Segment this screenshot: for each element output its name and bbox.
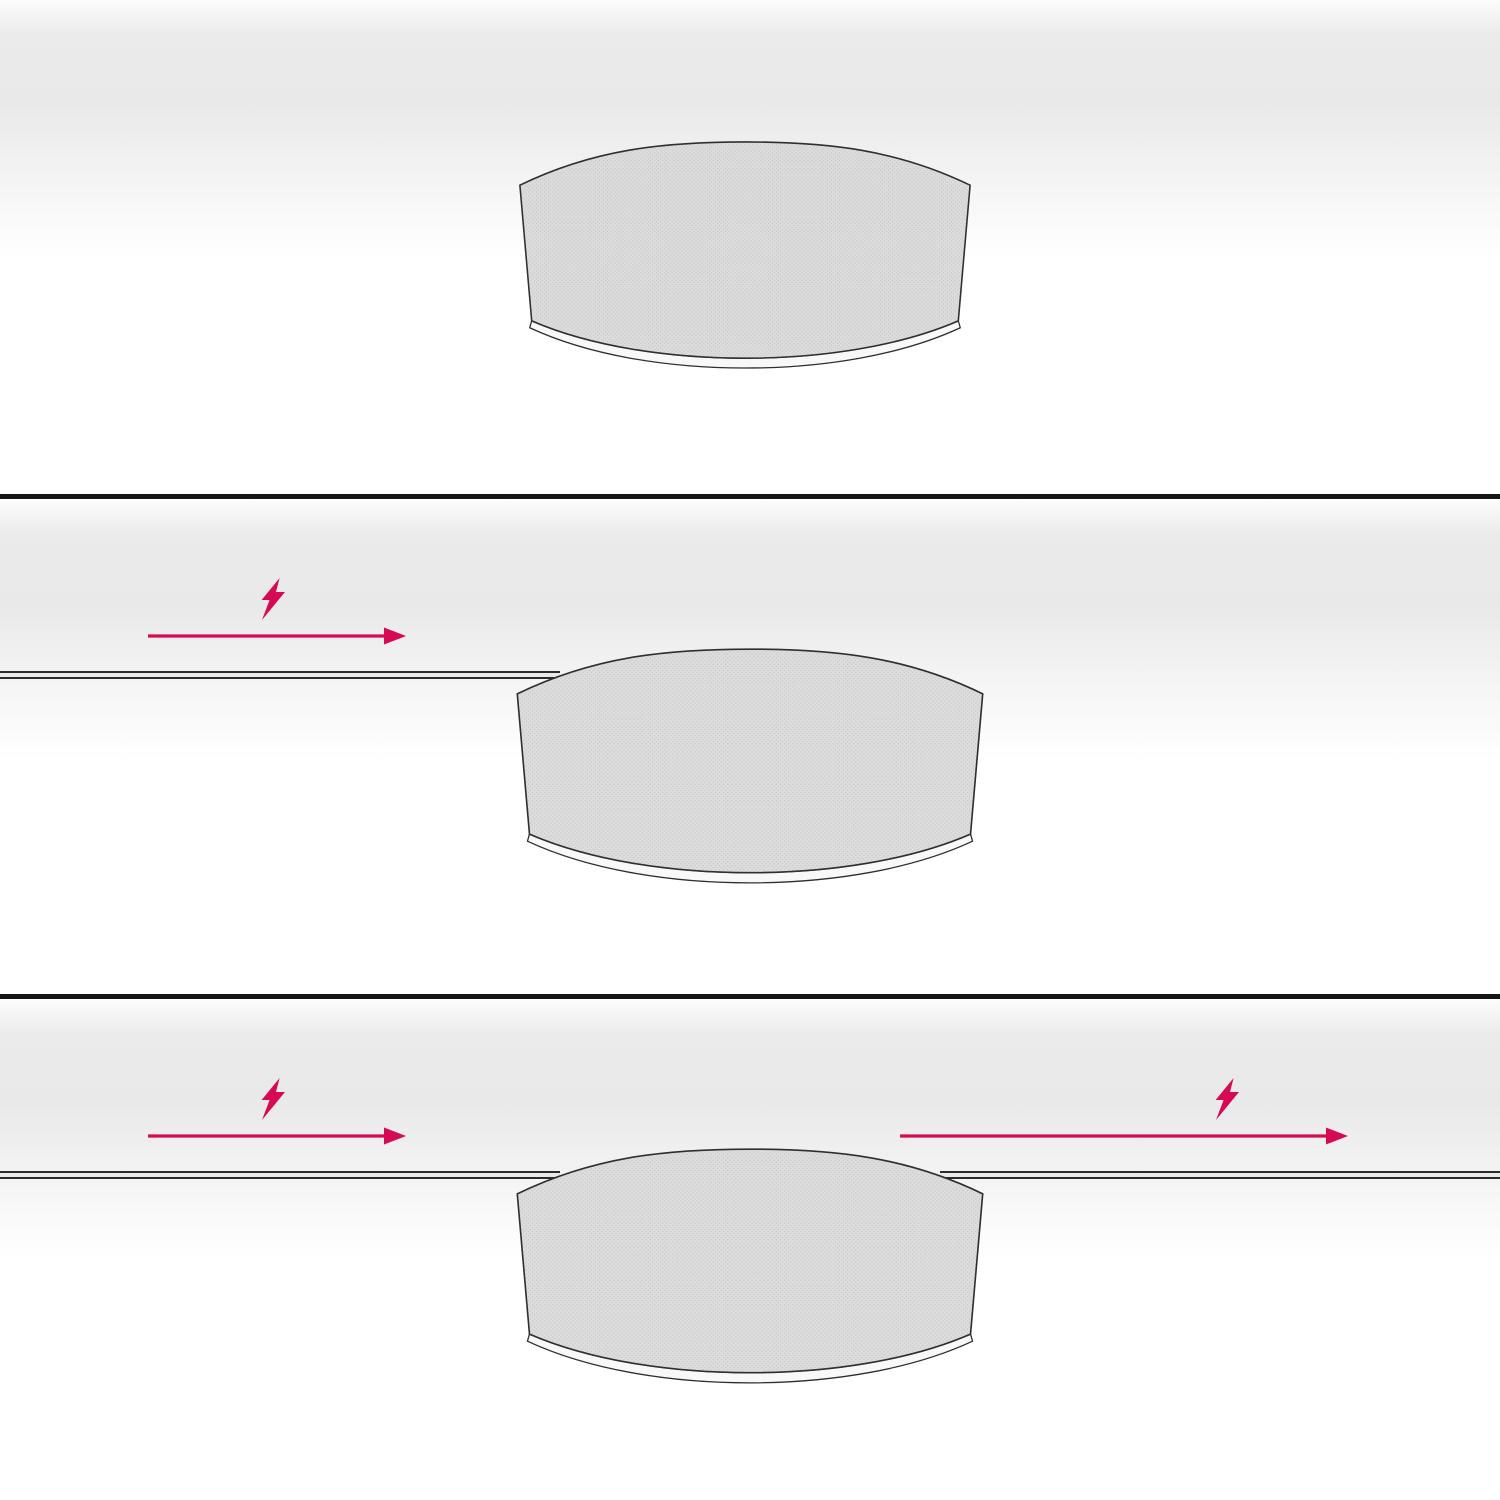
panel-divider — [0, 994, 1500, 999]
lightning-bolt-icon — [261, 578, 285, 620]
flat-cable-right — [940, 1171, 1500, 1179]
arrow-right-icon — [900, 1127, 1348, 1145]
drum-lampshade — [516, 1148, 984, 1384]
flat-cable-left — [0, 671, 560, 679]
lightning-bolt-icon — [261, 1078, 285, 1120]
arrow-right-icon — [148, 627, 406, 645]
flat-cable-left — [0, 1171, 560, 1179]
panel-lamp-cable-in-left — [0, 500, 1500, 994]
panel-divider — [0, 494, 1500, 499]
panel-lamp-cable-through — [0, 1000, 1500, 1500]
drum-lampshade — [519, 141, 971, 369]
drum-lampshade — [516, 648, 984, 884]
lightning-bolt-icon — [1215, 1078, 1239, 1120]
arrow-right-icon — [148, 1127, 406, 1145]
panel-lamp-plain — [0, 0, 1500, 494]
